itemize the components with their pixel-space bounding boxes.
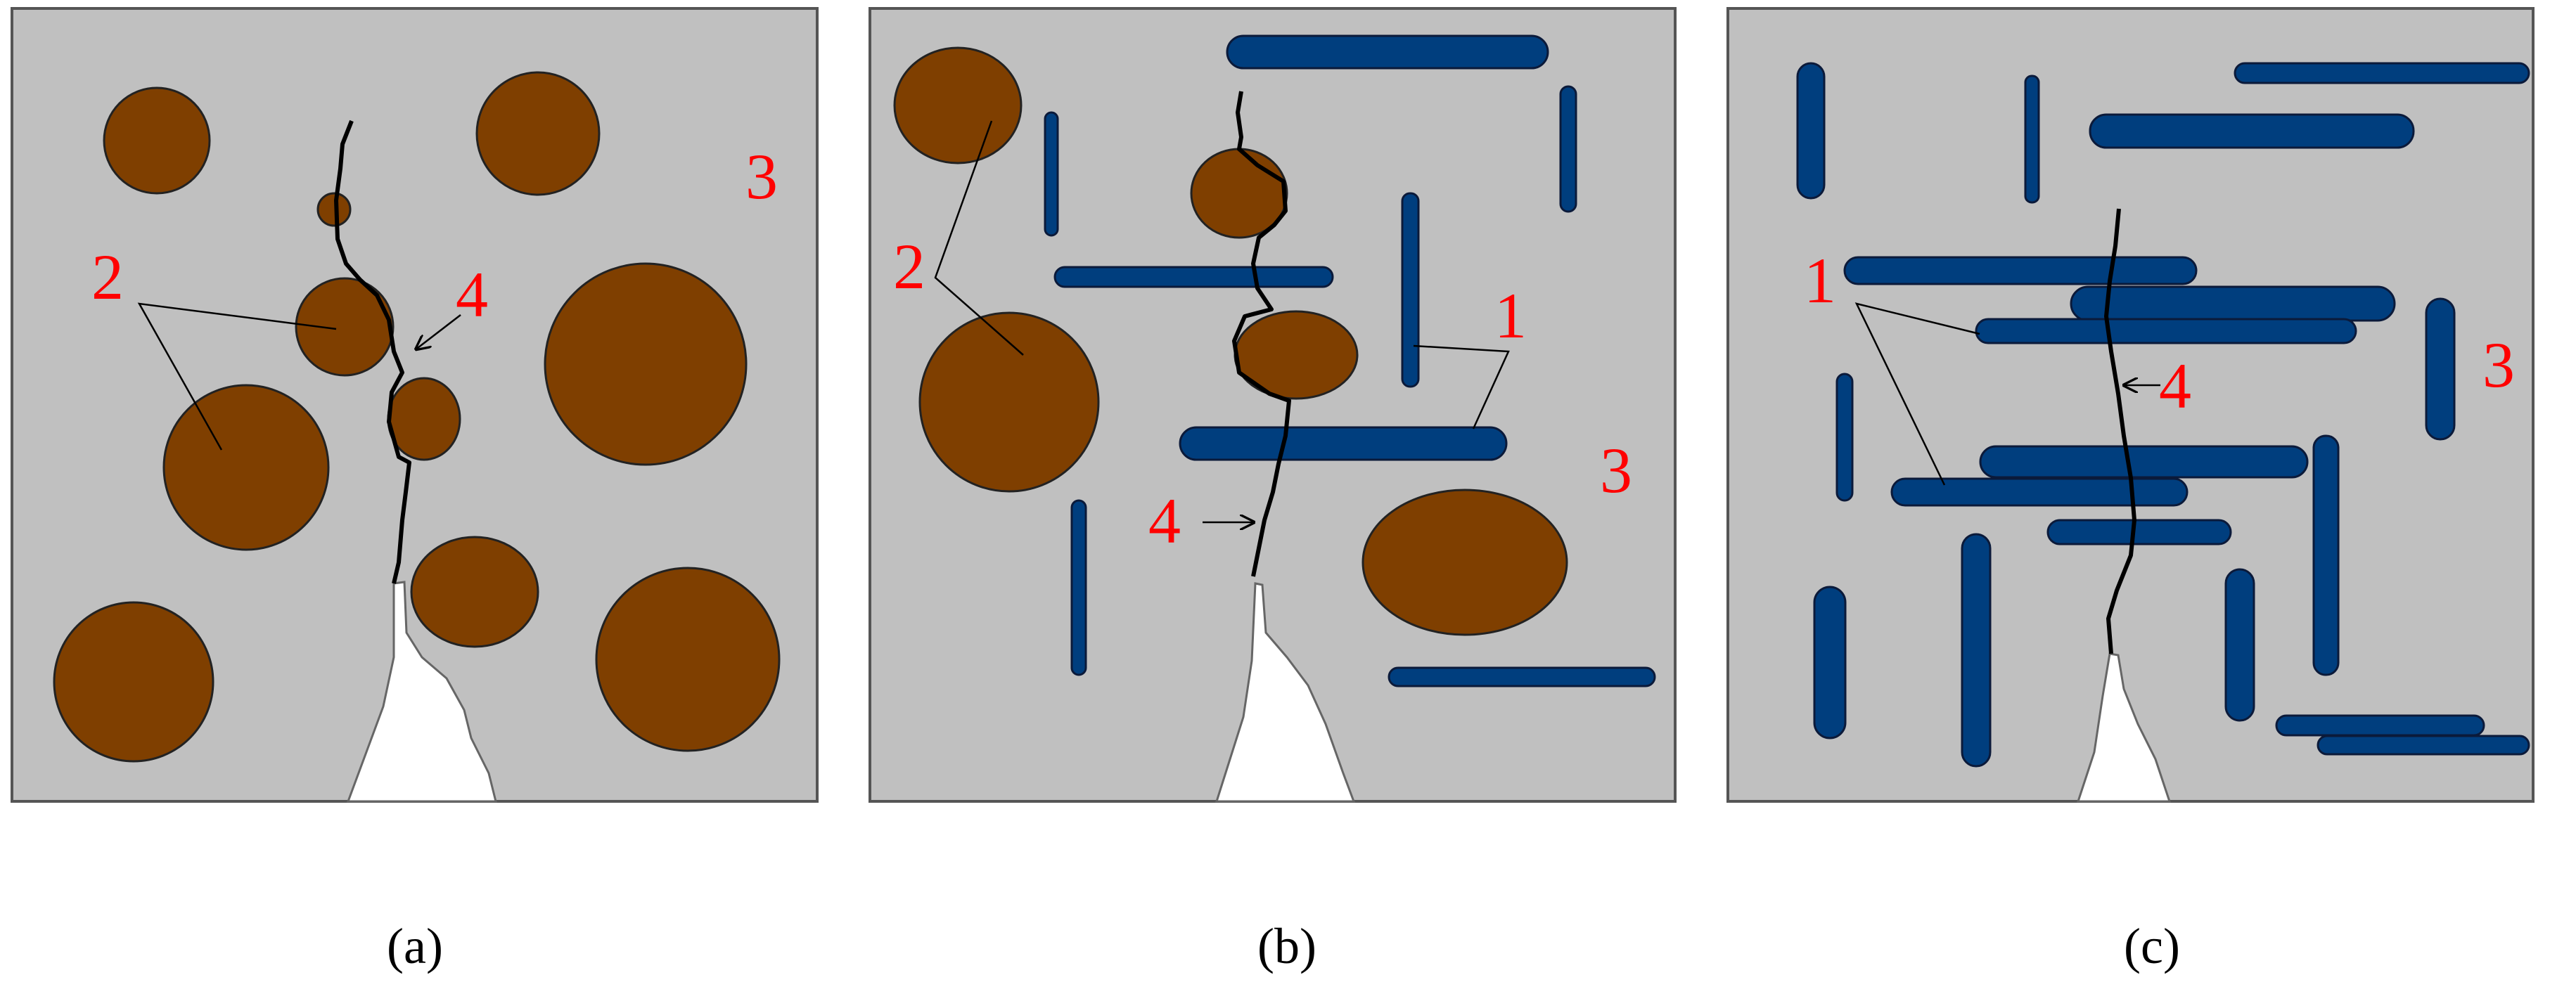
panel-b: 2 1 4 3 (b) [869,7,1677,974]
fiber [2275,714,2485,737]
aggregate [103,86,211,195]
label-crack: 4 [2159,350,2191,422]
label-aggregate: 2 [893,231,925,302]
panel-a-crack [334,119,411,584]
fiber [2317,735,2530,756]
aggregate [316,192,352,227]
label-fiber: 1 [1494,280,1527,351]
label-crack: 4 [1148,485,1181,557]
label-matrix: 3 [1600,434,1632,506]
label-matrix: 3 [745,141,778,212]
panel-b-crack [1232,91,1291,577]
label-aggregate: 2 [91,241,124,313]
panel-a-aggregates [53,71,781,763]
panel-b-notch [1215,582,1356,803]
label-matrix: 3 [2482,329,2515,401]
panel-c: 1 4 3 (c) [1726,7,2535,974]
aggregate [918,311,1100,493]
fiber [2024,75,2040,204]
fiber [2224,568,2255,722]
aggregate [387,377,461,461]
leader-line [137,302,337,451]
panel-a-notch [346,581,497,803]
caption-a: (a) [387,918,443,974]
aggregate [893,46,1023,164]
panel-b-aggregates [893,46,1568,636]
panel-b-annotations: 2 1 4 3 [893,120,1632,557]
fiber [1388,666,1656,687]
fiber [1975,318,2357,344]
leader-line [1413,344,1510,429]
aggregate [1361,489,1568,636]
fiber [1401,192,1420,388]
fiber [2089,113,2415,149]
caption-c: (c) [2124,918,2180,974]
fiber [1961,533,1992,768]
panel-c-annotations: 1 4 3 [1804,245,2515,486]
caption-b: (b) [1257,918,1316,974]
aggregate [475,71,601,196]
fiber [1979,445,2309,479]
panel-c-fibers [1796,62,2530,768]
fiber [1890,477,2189,507]
fiber [2070,285,2396,322]
leader-line [934,120,1024,356]
fiber [2046,519,2232,545]
fiber [1843,256,2198,285]
label-fiber: 1 [1804,245,1836,316]
fiber [1179,426,1508,461]
panel-a: 2 4 3 (a) [11,7,819,974]
fiber [2425,297,2456,441]
label-crack: 4 [456,259,488,330]
panel-b-fibers [1044,34,1656,687]
aggregate [53,601,214,763]
aggregate [544,262,748,466]
aggregate [1233,310,1359,400]
aggregate [595,567,781,752]
fiber [1813,586,1847,739]
fiber [1835,373,1854,502]
fiber [1053,266,1334,288]
aggregate [295,277,395,377]
leader-arrow [415,314,461,350]
panel-c-notch [2076,652,2172,803]
fiber [2312,434,2340,676]
fiber [1226,34,1549,70]
fiber [1070,499,1087,676]
fiber [1559,85,1577,213]
panel-a-annotations: 2 4 3 [91,141,778,451]
panel-c-crack [2104,208,2136,654]
aggregate [162,384,330,551]
leader-line [1854,302,1980,486]
fiber [2234,62,2530,84]
fiber [1044,111,1059,237]
fiber [1796,62,1826,200]
aggregate [410,536,539,648]
